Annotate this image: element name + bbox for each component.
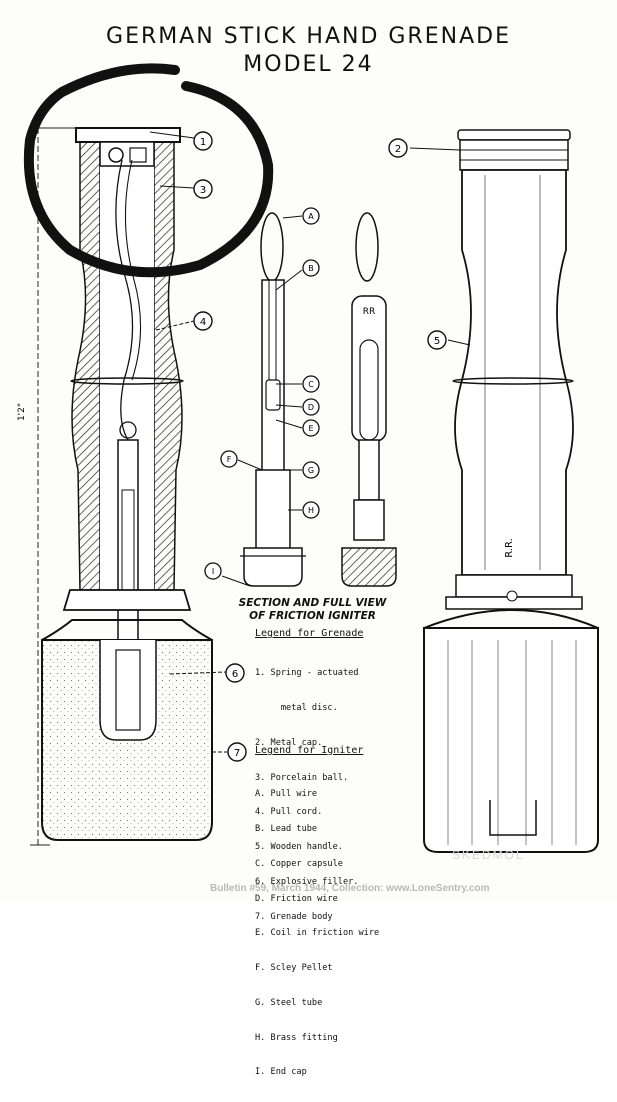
callout-f: F: [220, 450, 238, 468]
svg-text:5: 5: [434, 336, 440, 347]
diagram-page: GERMAN STICK HAND GRENADE MODEL 24 1'2": [17, 24, 599, 1078]
callout-c: C: [302, 375, 320, 393]
igniter-subtitle-2: OF FRICTION IGNITER: [249, 610, 376, 622]
svg-text:C: C: [308, 380, 314, 389]
grenade-drawing: 1'2": [17, 63, 599, 853]
callout-2: 2: [388, 138, 408, 158]
highlight-circle: [23, 63, 274, 278]
igniter-subtitle-1: SECTION AND FULL VIEW: [238, 597, 387, 609]
igniter-legend-list: A. Pull wire B. Lead tube C. Copper caps…: [255, 766, 379, 1102]
svg-text:2: 2: [395, 144, 401, 155]
source-credit: Bulletin #59, March 1944, Collection: ww…: [210, 883, 490, 894]
porcelain-ball: [108, 147, 124, 163]
legend-item: 1. Spring - actuated: [255, 668, 359, 679]
callout-b: B: [302, 259, 320, 277]
dimension-label: 1'2": [17, 403, 27, 421]
legend-item: A. Pull wire: [255, 789, 318, 800]
handle-wall-left: [71, 139, 101, 591]
callout-3: 3: [193, 179, 213, 199]
callout-6: 6: [225, 663, 245, 683]
diagram-model: MODEL 24: [243, 52, 374, 77]
svg-text:E: E: [308, 424, 313, 433]
svg-text:H: H: [308, 506, 314, 515]
callout-7: 7: [227, 742, 247, 762]
legend-item: D. Friction wire: [255, 893, 338, 904]
callout-i: I: [204, 562, 222, 580]
callout-d: D: [302, 398, 320, 416]
callout-h: H: [302, 501, 320, 519]
legend-item: 3. Porcelain ball.: [255, 772, 349, 783]
legend-item: G. Steel tube: [255, 997, 323, 1008]
callout-g: G: [302, 461, 320, 479]
exterior-view: R.R.: [423, 129, 599, 853]
watermark: SKEDMOL: [452, 848, 525, 862]
grenade-legend-heading: Legend for Grenade: [255, 628, 364, 639]
section-view: 1'2": [17, 127, 213, 846]
pull-cord: [115, 159, 134, 441]
svg-text:1: 1: [200, 137, 206, 148]
handle-wall-right: [153, 139, 183, 591]
callout-1: 1: [193, 131, 213, 151]
callout-a: A: [302, 207, 320, 225]
igniter-stamp: RR: [363, 307, 376, 317]
igniter-section: [240, 212, 306, 587]
exterior-cap: [457, 129, 571, 141]
legend-item: 6. Explosive filler.: [255, 876, 359, 887]
callout-e: E: [302, 419, 320, 437]
svg-text:I: I: [212, 567, 214, 576]
svg-text:G: G: [308, 466, 314, 475]
svg-text:6: 6: [232, 669, 238, 680]
legend-item: 2. Metal cap.: [255, 737, 323, 748]
igniter-legend-heading: Legend for Igniter: [255, 745, 364, 756]
svg-text:7: 7: [234, 748, 240, 759]
legend-item: E. Coil in friction wire: [255, 928, 380, 939]
exterior-handle: [454, 169, 574, 576]
legend-item: B. Lead tube: [255, 823, 318, 834]
svg-text:A: A: [308, 212, 314, 221]
legend-item: I. End cap: [255, 1067, 307, 1078]
svg-text:D: D: [308, 403, 314, 412]
legend-item: 5. Wooden handle.: [255, 842, 343, 853]
legend-item: C. Copper capsule: [255, 858, 343, 869]
legend-item: H. Brass fitting: [255, 1032, 338, 1043]
igniter-full-view: RR: [341, 212, 397, 587]
grenade-legend-list: 1. Spring - actuated metal disc. 2. Meta…: [255, 645, 358, 946]
legend-item: F. Scley Pellet: [255, 963, 333, 974]
diagram-title: GERMAN STICK HAND GRENADE: [106, 24, 511, 49]
metal-cap: [75, 127, 181, 143]
callout-5: 5: [427, 330, 447, 350]
exterior-head: [423, 627, 599, 853]
legend-item: metal disc.: [255, 702, 338, 713]
legend-item: 4. Pull cord.: [255, 807, 323, 818]
svg-text:3: 3: [200, 185, 206, 196]
svg-text:B: B: [308, 264, 314, 273]
svg-text:F: F: [227, 455, 232, 464]
svg-text:4: 4: [200, 317, 206, 328]
handle-stamp: R.R.: [504, 538, 515, 558]
callout-4: 4: [193, 311, 213, 331]
